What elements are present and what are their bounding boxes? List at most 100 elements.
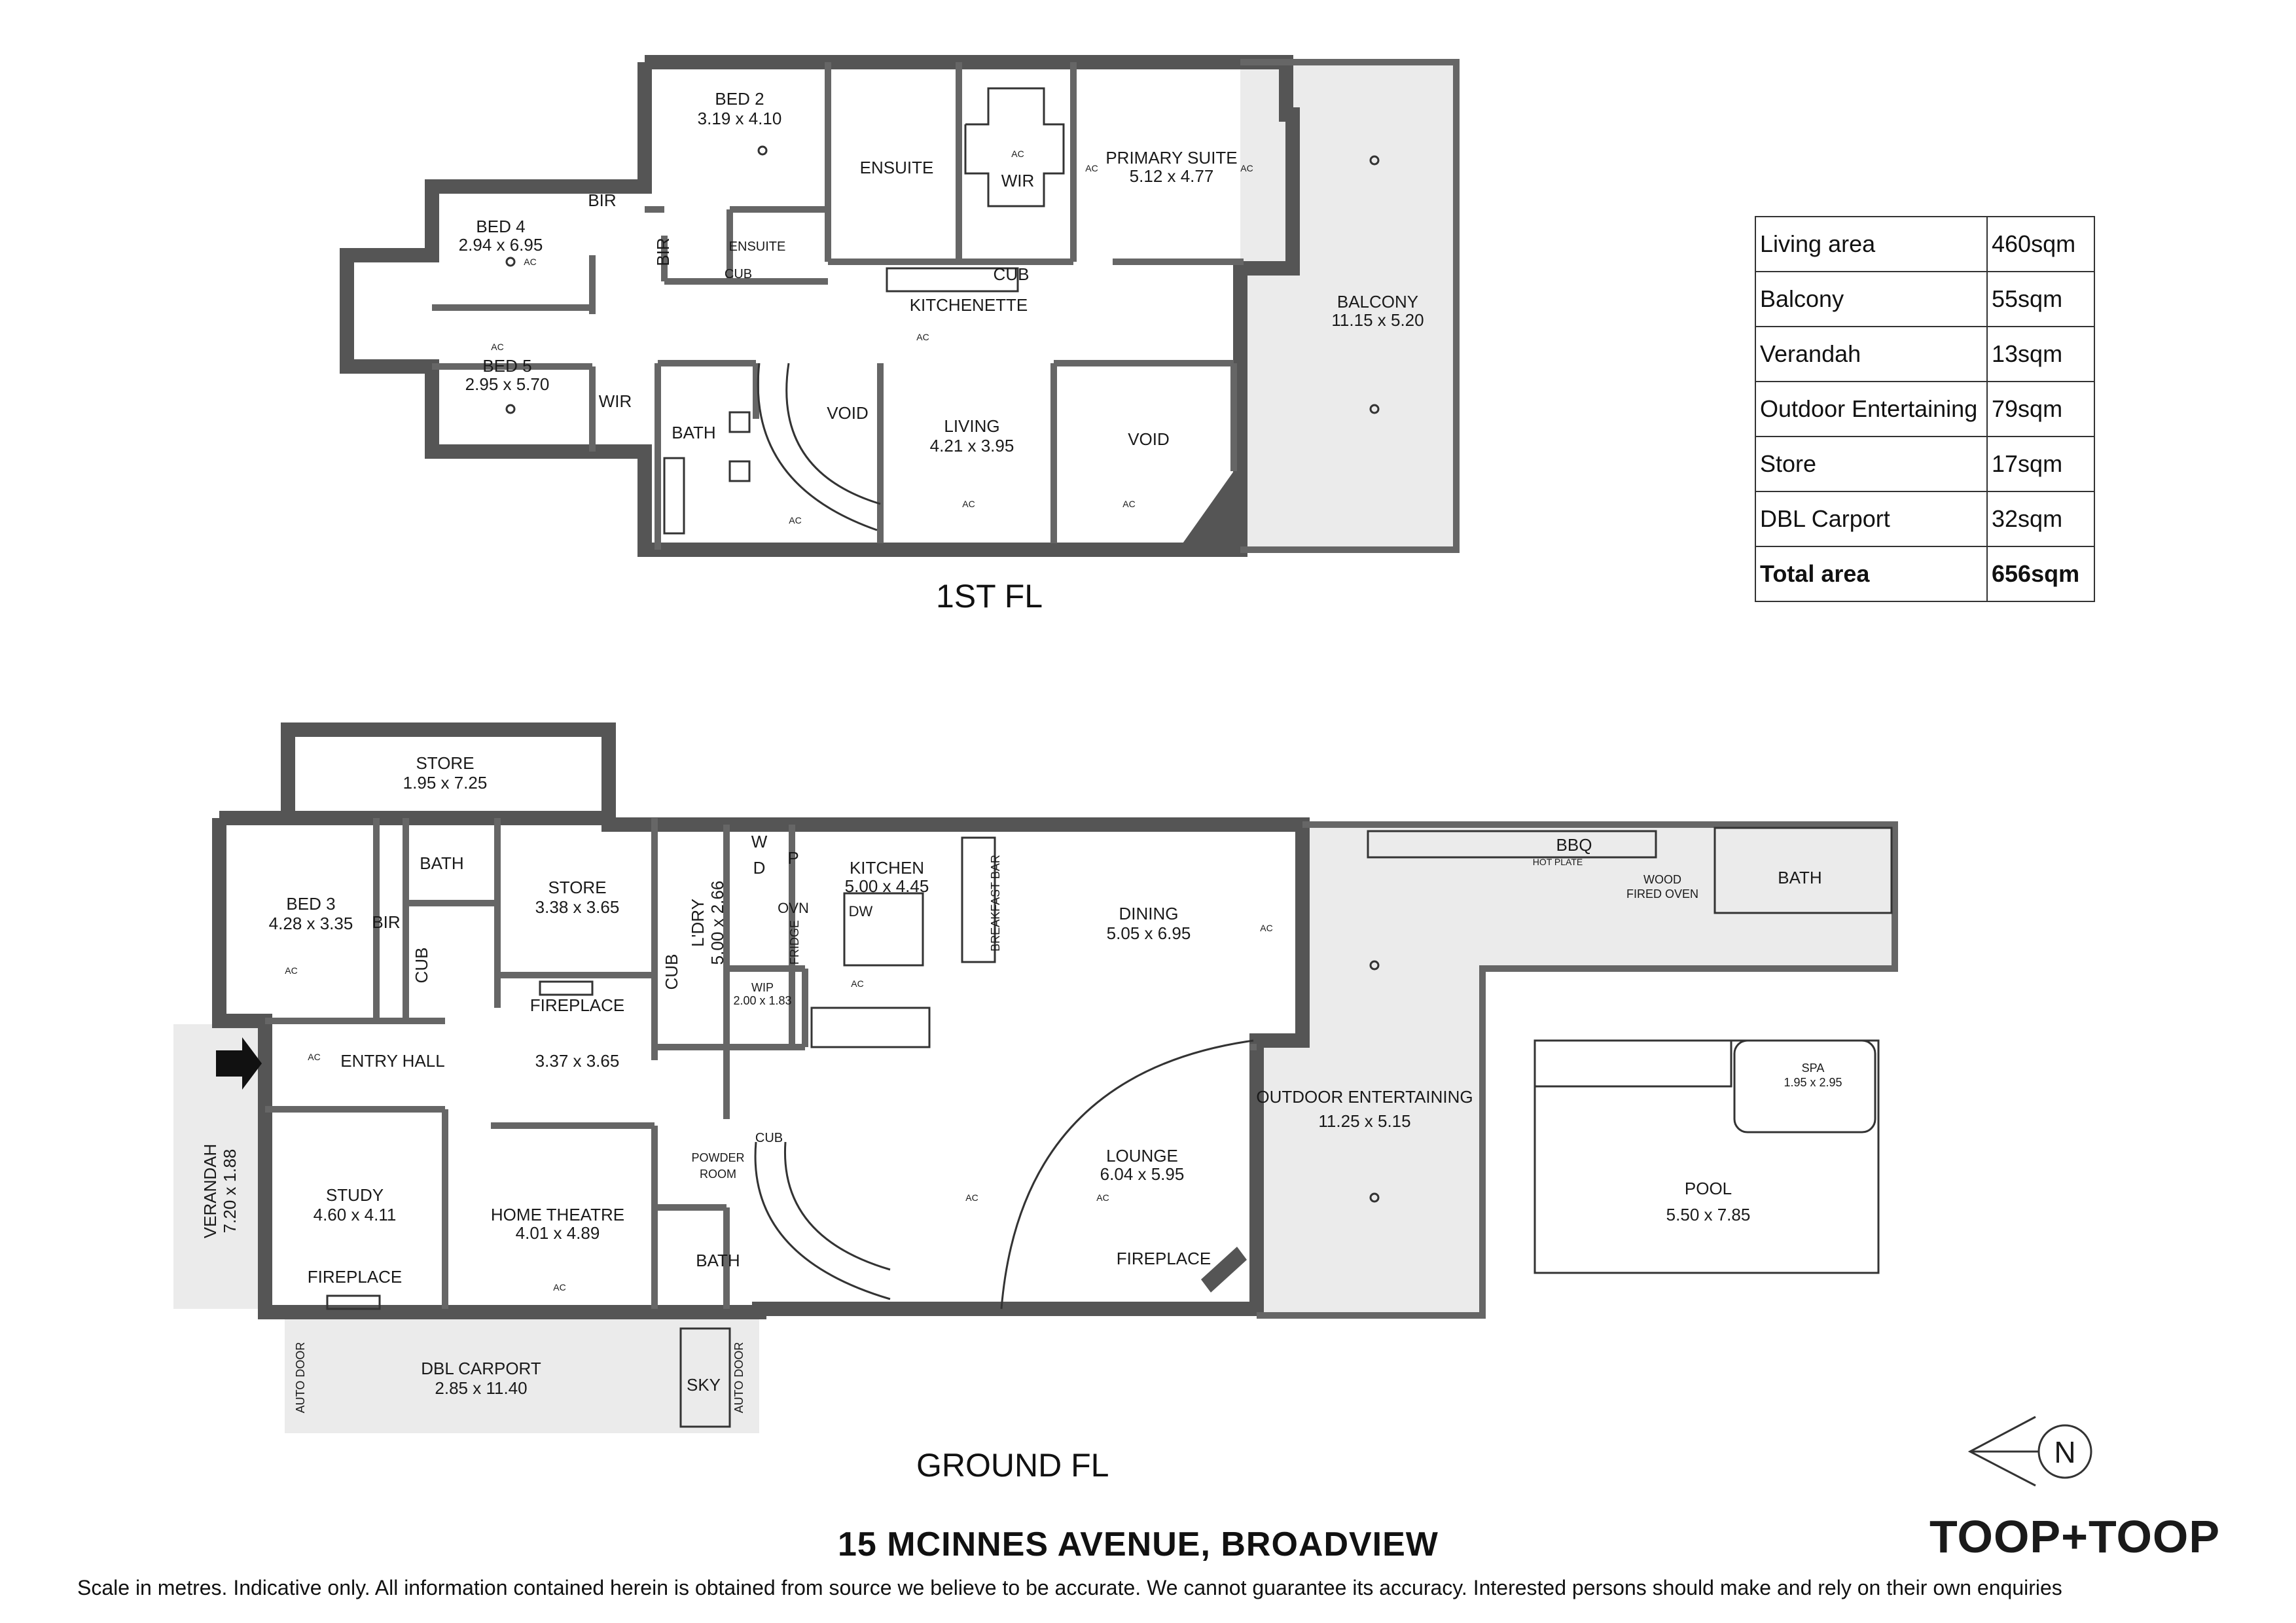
cub-kitchenette-label: CUB bbox=[994, 264, 1030, 284]
ac-marker: AC bbox=[524, 257, 536, 267]
bath-first-label: BATH bbox=[672, 423, 715, 442]
ac-marker: AC bbox=[308, 1052, 320, 1062]
living-size: 4.21 x 3.95 bbox=[930, 436, 1014, 455]
bed4-label: BED 4 bbox=[476, 217, 525, 236]
ac-marker: AC bbox=[1096, 1192, 1109, 1203]
ac-marker: AC bbox=[1085, 163, 1098, 173]
first-floor-outer-wall bbox=[340, 55, 1300, 557]
primary-suite-label: PRIMARY SUITE bbox=[1105, 148, 1237, 168]
wip-label: WIP bbox=[751, 981, 774, 994]
void-label: VOID bbox=[1128, 429, 1170, 449]
oven-label: OVN bbox=[778, 900, 809, 916]
area-value: 79sqm bbox=[1986, 381, 2095, 437]
bed2-label: BED 2 bbox=[715, 89, 764, 109]
first-floor bbox=[340, 55, 1460, 557]
powder-room-label: POWDER bbox=[692, 1151, 745, 1164]
pantry-label: P bbox=[787, 848, 798, 868]
auto-door-left-label: AUTO DOOR bbox=[294, 1342, 307, 1414]
area-value: 32sqm bbox=[1986, 491, 2095, 547]
area-value: 460sqm bbox=[1986, 216, 2095, 272]
area-label: DBL Carport bbox=[1755, 491, 1988, 547]
bed3-label: BED 3 bbox=[286, 894, 335, 914]
study-label: STUDY bbox=[326, 1185, 384, 1205]
bed5-size: 2.95 x 5.70 bbox=[465, 374, 550, 394]
store-mid-label: STORE bbox=[548, 878, 606, 897]
ac-marker: AC bbox=[1240, 163, 1253, 173]
disclaimer-text: Scale in metres. Indicative only. All in… bbox=[77, 1576, 2062, 1599]
home-theatre-label: HOME THEATRE bbox=[491, 1205, 624, 1224]
store-mid-size: 3.38 x 3.65 bbox=[535, 897, 620, 917]
pool-size: 5.50 x 7.85 bbox=[1666, 1205, 1751, 1224]
sky-label: SKY bbox=[687, 1375, 721, 1395]
ground-floor-title: GROUND FL bbox=[916, 1447, 1109, 1484]
ac-marker: AC bbox=[553, 1282, 565, 1293]
store-top-size: 1.95 x 7.25 bbox=[403, 773, 488, 793]
wood-label: WOOD bbox=[1643, 873, 1681, 886]
ac-marker: AC bbox=[1260, 923, 1272, 933]
property-address: 15 MCINNES AVENUE, BROADVIEW bbox=[838, 1525, 1439, 1563]
cub-stair-label: CUB bbox=[755, 1131, 783, 1145]
dining-label: DINING bbox=[1119, 904, 1179, 923]
bed3-size: 4.28 x 3.35 bbox=[269, 914, 353, 933]
bbq-label: BBQ bbox=[1556, 835, 1592, 855]
wir-label: WIR bbox=[1001, 171, 1035, 190]
balcony-area bbox=[1240, 62, 1456, 550]
area-value: 656sqm bbox=[1986, 546, 2095, 602]
fired-oven-label: FIRED OVEN bbox=[1626, 887, 1698, 901]
ac-marker: AC bbox=[965, 1192, 978, 1203]
area-value: 55sqm bbox=[1986, 271, 2095, 327]
cub-label: CUB bbox=[725, 267, 752, 281]
cub-bed3-label: CUB bbox=[412, 948, 431, 984]
ldry-size: 5.00 x 2.66 bbox=[708, 881, 727, 965]
ground-floor bbox=[173, 722, 1898, 1433]
wd-d-label: D bbox=[753, 858, 766, 878]
spa-label: SPA bbox=[1802, 1061, 1825, 1075]
area-label: Balcony bbox=[1755, 271, 1988, 327]
first-floor-title: 1ST FL bbox=[936, 578, 1043, 615]
area-label: Outdoor Entertaining bbox=[1755, 381, 1988, 437]
fireplace-lounge-label: FIREPLACE bbox=[1117, 1249, 1211, 1268]
compass-north-label: N bbox=[2054, 1435, 2075, 1469]
ac-marker: AC bbox=[285, 965, 297, 976]
bath-outdoor-label: BATH bbox=[1778, 868, 1821, 887]
ac-marker: AC bbox=[916, 332, 929, 342]
dining-size: 5.05 x 6.95 bbox=[1107, 923, 1191, 943]
spa-size: 1.95 x 2.95 bbox=[1784, 1076, 1842, 1089]
fireplace-room-label: FIREPLACE bbox=[530, 995, 625, 1015]
ensuite-label: ENSUITE bbox=[860, 158, 934, 177]
carport-label: DBL CARPORT bbox=[421, 1359, 541, 1378]
bir-label: BIR bbox=[588, 190, 616, 210]
area-value: 13sqm bbox=[1986, 326, 2095, 382]
ldry-label: L'DRY bbox=[688, 899, 708, 947]
ac-marker: AC bbox=[1011, 149, 1024, 159]
auto-door-right-label: AUTO DOOR bbox=[732, 1342, 745, 1414]
area-label: Living area bbox=[1755, 216, 1988, 272]
powder-room-label-2: ROOM bbox=[700, 1168, 736, 1181]
bed5-label: BED 5 bbox=[482, 356, 531, 376]
home-theatre-size: 4.01 x 4.89 bbox=[516, 1223, 600, 1243]
pool-label: POOL bbox=[1685, 1179, 1732, 1198]
verandah-label: VERANDAH bbox=[200, 1144, 220, 1238]
store-top-label: STORE bbox=[416, 753, 474, 773]
area-label: Verandah bbox=[1755, 326, 1988, 382]
lounge-label: LOUNGE bbox=[1106, 1146, 1178, 1166]
bir-vertical-label: BIR bbox=[653, 238, 673, 266]
north-compass: N bbox=[1967, 1416, 2092, 1487]
wir-bed5-label: WIR bbox=[599, 391, 632, 411]
dishwasher-label: DW bbox=[849, 903, 873, 919]
balcony-size: 11.15 x 5.20 bbox=[1331, 310, 1424, 330]
kitchen-size: 5.00 x 4.45 bbox=[845, 876, 929, 896]
verandah-size: 7.20 x 1.88 bbox=[220, 1149, 240, 1234]
bath-powder-label: BATH bbox=[696, 1251, 740, 1270]
fridge-label: FRIDGE bbox=[788, 920, 801, 965]
primary-suite-size: 5.12 x 4.77 bbox=[1130, 166, 1214, 186]
wd-w-label: W bbox=[751, 832, 768, 851]
ac-marker: AC bbox=[491, 342, 503, 352]
